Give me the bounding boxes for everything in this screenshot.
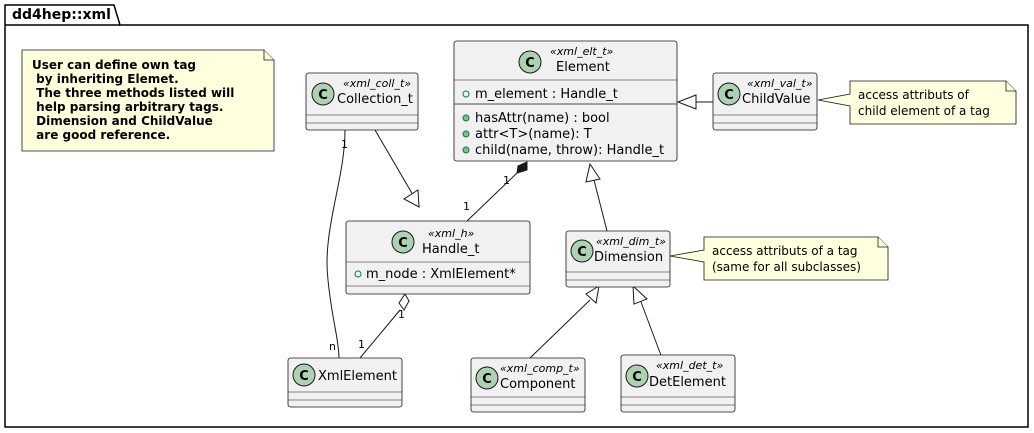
class-icon <box>717 82 741 106</box>
class-name: DetElement <box>649 375 726 390</box>
relations <box>326 94 713 359</box>
composition-diamond <box>516 161 528 174</box>
note-line: access attributs of a tag <box>712 244 858 258</box>
class-name: Component <box>500 377 575 392</box>
class-name: XmlElement <box>318 369 397 384</box>
inheritance-arrow <box>403 189 420 208</box>
class-icon-letter: C <box>482 372 492 387</box>
class-stereotype: «xml_coll_t» <box>343 77 411 90</box>
class-collection-t[interactable]: C «xml_coll_t» Collection_t <box>305 72 419 131</box>
class-detelement[interactable]: C «xml_det_t» DetElement <box>620 354 736 413</box>
class-icon <box>311 82 335 106</box>
class-name: Dimension <box>594 250 663 265</box>
public-method-icon <box>462 114 470 122</box>
class-dimension[interactable]: C «xml_dim_t» Dimension <box>565 230 671 288</box>
class-name: Element <box>556 60 610 75</box>
note-line: by inheriting Elemet. <box>32 72 179 86</box>
note-line: help parsing arbitrary tags. <box>32 100 223 114</box>
class-icon-letter: C <box>525 56 535 71</box>
note-line: User can define own tag <box>32 58 196 72</box>
relation-dimension-element <box>593 179 608 232</box>
relation-collection-xmlelement <box>326 129 346 359</box>
class-name: ChildValue <box>742 92 811 107</box>
class-icon-letter: C <box>299 369 309 384</box>
note-line: Dimension and ChildValue <box>32 114 213 128</box>
class-stereotype: «xml_elt_t» <box>550 45 614 58</box>
class-component[interactable]: C «xml_comp_t» Component <box>470 357 586 413</box>
note-line: (same for all subclasses) <box>712 260 861 274</box>
class-stereotype: «xml_h» <box>428 227 475 240</box>
class-icon <box>518 50 542 74</box>
class-icon <box>570 239 594 263</box>
package-name: dd4hep::xml <box>12 7 111 23</box>
public-field-icon <box>462 90 470 98</box>
note-line: access attributs of <box>858 88 970 102</box>
inheritance-arrow <box>676 94 697 110</box>
class-icon-letter: C <box>724 88 734 103</box>
relation-handle-xmlelement <box>359 309 401 359</box>
class-element[interactable]: C «xml_elt_t» Element m_element : Handle… <box>453 40 678 162</box>
relation-collection-handle <box>374 129 414 196</box>
multiplicity-label: 1 <box>358 338 365 351</box>
class-icon <box>475 366 499 390</box>
class-handle-t[interactable]: C «xml_h» Handle_t m_node : XmlElement* <box>345 220 531 295</box>
class-icon-letter: C <box>318 88 328 103</box>
class-stereotype: «xml_det_t» <box>656 359 723 372</box>
note-childvalue: access attributs of child element of a t… <box>817 80 1017 125</box>
relation-element-handle <box>466 172 518 222</box>
note-line: are good reference. <box>32 128 170 142</box>
multiplicities: 1 n 1 1 1 1 <box>329 138 510 353</box>
multiplicity-label: 1 <box>341 138 348 151</box>
relation-detelement-dimension <box>640 301 663 359</box>
note-dimension: access attributs of a tag (same for all … <box>669 236 889 281</box>
inheritance-arrow <box>585 284 600 304</box>
class-icon-letter: C <box>632 370 642 385</box>
class-icon-letter: C <box>577 245 587 260</box>
class-stereotype: «xml_dim_t» <box>596 235 666 248</box>
public-field-icon <box>354 270 362 278</box>
class-xmlelement[interactable]: C XmlElement <box>287 357 403 408</box>
multiplicity-label: 1 <box>398 308 405 321</box>
class-icon <box>625 364 649 388</box>
multiplicity-label: n <box>329 340 336 353</box>
class-icon <box>292 363 316 387</box>
multiplicity-label: 1 <box>463 200 470 213</box>
class-icon <box>391 230 415 254</box>
class-stereotype: «xml_comp_t» <box>500 362 580 375</box>
class-field: m_element : Handle_t <box>475 87 618 102</box>
class-method: child(name, throw): Handle_t <box>475 143 664 158</box>
class-name: Collection_t <box>337 92 413 107</box>
note-line: The three methods listed will <box>32 86 234 100</box>
public-method-icon <box>462 146 470 154</box>
note-line: child element of a tag <box>858 104 990 118</box>
class-field: m_node : XmlElement* <box>366 267 516 282</box>
inheritance-arrow <box>585 162 601 183</box>
class-childvalue[interactable]: C «xml_val_t» ChildValue <box>712 72 818 131</box>
class-icon-letter: C <box>398 236 408 251</box>
relation-component-dimension <box>529 299 591 359</box>
aggregation-diamond <box>398 293 410 311</box>
class-name: Handle_t <box>422 242 479 257</box>
class-method: hasAttr(name) : bool <box>475 111 610 126</box>
class-method: attr<T>(name): T <box>475 127 592 142</box>
public-method-icon <box>462 130 470 138</box>
note-user-tag: User can define own tag by inheriting El… <box>21 49 275 152</box>
class-stereotype: «xml_val_t» <box>747 77 813 90</box>
inheritance-arrow <box>632 284 648 305</box>
multiplicity-label: 1 <box>503 174 510 187</box>
